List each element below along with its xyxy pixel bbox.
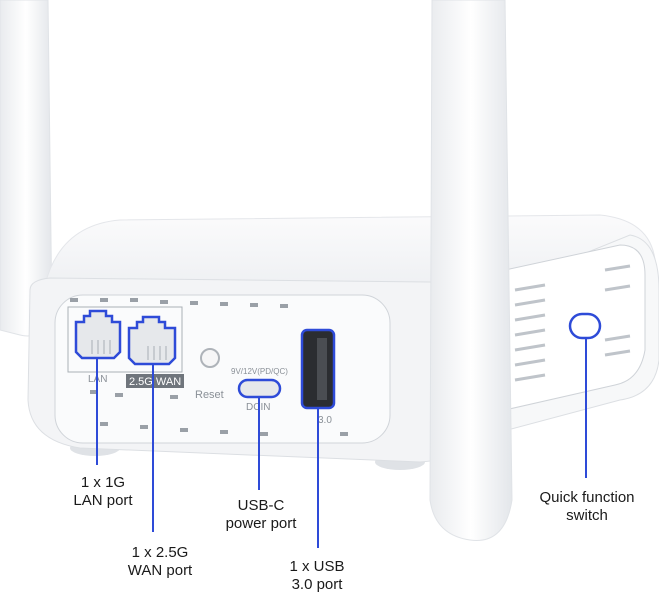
callout-line1: USB-C: [237, 497, 285, 514]
quick-function-switch: [568, 312, 602, 340]
wan-label: 2.5G WAN: [129, 376, 181, 388]
ethernet-frame: [67, 306, 183, 373]
usb-c-port: [237, 378, 282, 399]
side-vents: [514, 264, 631, 382]
dc-rating-label: 9V/12V(PD/QC): [231, 367, 288, 376]
front-vents: [70, 298, 348, 436]
usb-label: 3.0: [318, 415, 332, 426]
wan-label-background: [126, 374, 184, 388]
callout-line2: switch: [566, 507, 608, 524]
callout-line1: 1 x USB: [289, 558, 345, 575]
reset-label: Reset: [195, 389, 224, 401]
callout-line1: Quick function: [539, 489, 635, 506]
callout-line1: 1 x 1G: [80, 474, 126, 491]
callout-line2: LAN port: [73, 492, 133, 509]
port-pins: [91, 340, 167, 360]
reset-button: [200, 348, 220, 368]
right-antenna: [429, 0, 513, 541]
callout-line1: 1 x 2.5G: [131, 544, 189, 561]
callout-line2: WAN port: [127, 562, 193, 579]
callout-line2: power port: [225, 515, 297, 532]
usb-a-tongue: [317, 338, 327, 400]
callout-line2: 3.0 port: [291, 576, 343, 593]
wan-port: [127, 315, 177, 366]
